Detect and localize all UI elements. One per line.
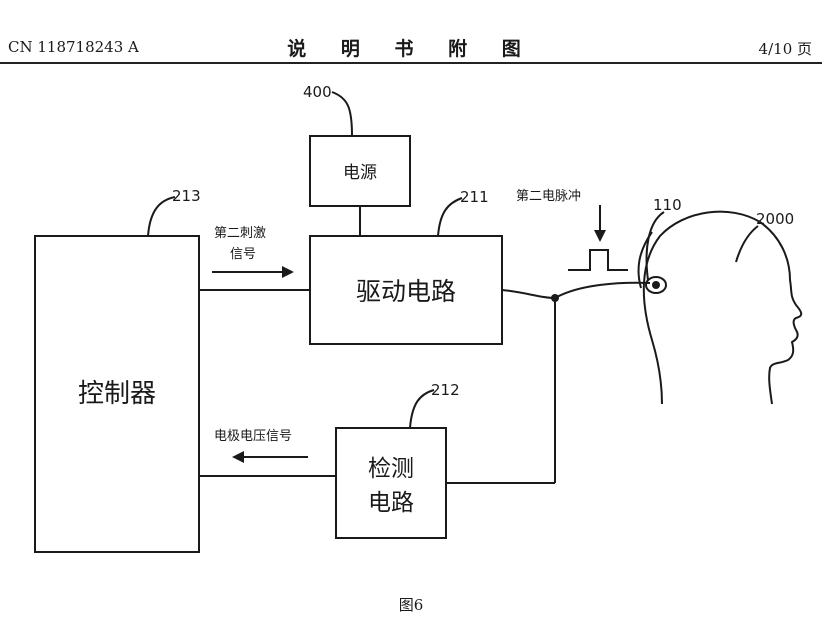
electrode-outer [645,276,667,294]
stimulus-arrow-head [282,266,294,278]
electrode-ref: 110 [653,196,682,214]
figure-caption: 图6 [398,596,424,614]
drive-circuit-label: 驱动电路 [356,277,456,306]
head-outline [642,210,803,405]
controller-label: 控制器 [78,379,156,409]
section-title: 说 明 书 附 图 [287,38,535,60]
controller-block [34,235,200,553]
drive-circuit-ref: 211 [460,188,489,206]
pulse-arrow-head [594,230,606,242]
second-pulse-label: 第二电脉冲 [516,189,581,204]
detection-circuit-block [335,427,447,539]
drive-output-wire [501,289,556,299]
electrode-wire [554,281,651,299]
electrode-voltage-label: 电极电压信号 [214,429,292,444]
controller-ref: 213 [172,187,201,205]
controller-leader [147,196,176,237]
detection-leader [409,389,435,429]
drive-leader [437,197,463,237]
head-ref: 2000 [756,210,794,228]
header-rule [0,62,822,64]
detection-circuit-label-2: 电路 [368,490,414,516]
power-supply-label: 电源 [343,163,377,183]
head-leader [735,225,759,263]
electrode-inner [652,281,660,289]
pulse-symbol [568,249,628,271]
voltage-arrow-head [232,451,244,463]
second-stimulus-label-1: 第二刺激 [214,226,266,241]
electrode-leader [645,211,665,281]
power-leader [331,91,353,137]
power-supply-ref: 400 [303,83,332,101]
publication-number: CN 118718243 A [8,38,139,56]
second-stimulus-label-2: 信号 [230,247,256,262]
page-number: 4/10 页 [758,40,812,58]
detection-circuit-ref: 212 [431,381,460,399]
detection-circuit-label-1: 检测 [368,456,414,482]
